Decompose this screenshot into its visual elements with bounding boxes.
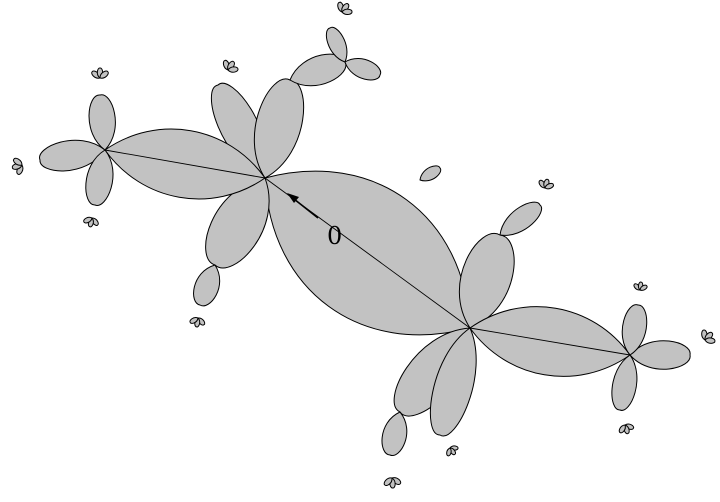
bud-g-lobe-2 xyxy=(705,338,715,343)
left-junction-petal-upright xyxy=(254,79,303,178)
upper-small-right xyxy=(345,59,381,80)
annotation-label: 0 xyxy=(327,224,342,248)
bulb-mid-top xyxy=(420,166,441,181)
bud-d-lobe-2 xyxy=(342,9,352,14)
bulb-bottom xyxy=(382,412,407,456)
bud-l-lobe-2 xyxy=(447,448,452,456)
julia-set-shape xyxy=(12,2,715,488)
upper-petal-right xyxy=(290,54,346,86)
bulb-upper-right xyxy=(500,202,542,235)
bulb-lower-left xyxy=(194,265,220,306)
far-left-petal-up xyxy=(89,95,115,150)
